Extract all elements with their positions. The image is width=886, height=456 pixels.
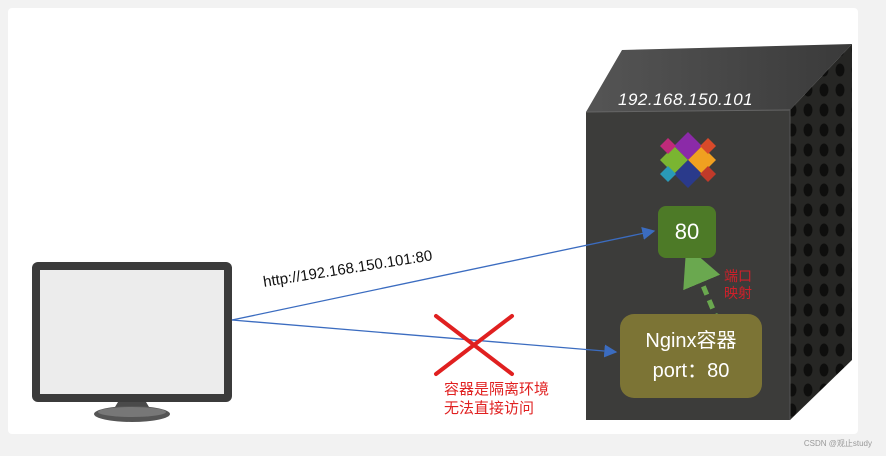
host-port-label: 80 <box>674 219 700 244</box>
blocked-cross-icon <box>434 314 514 376</box>
nginx-container-box: Nginx容器 port：80 <box>620 314 762 398</box>
server-top-face <box>586 44 852 112</box>
container-platform-logo-icon <box>660 132 716 188</box>
client-monitor-icon <box>32 262 232 422</box>
container-port: port：80 <box>652 360 730 382</box>
host-port-box: 80 <box>658 206 716 258</box>
request-to-port-arrow <box>231 227 656 321</box>
request-to-container-arrow <box>231 319 618 358</box>
blocked-explanation: 容器是隔离环境 无法直接访问 <box>444 380 549 418</box>
blocked-line-1: 容器是隔离环境 <box>444 381 550 398</box>
server-side-face <box>790 44 852 420</box>
server-ip-label: 192.168.150.101 <box>618 90 754 109</box>
port-mapping-label: 端口映射 <box>724 268 752 301</box>
blocked-line-2: 无法直接访问 <box>444 400 535 417</box>
container-title: Nginx容器 <box>645 330 737 352</box>
watermark: CSDN @观止study <box>803 439 872 448</box>
